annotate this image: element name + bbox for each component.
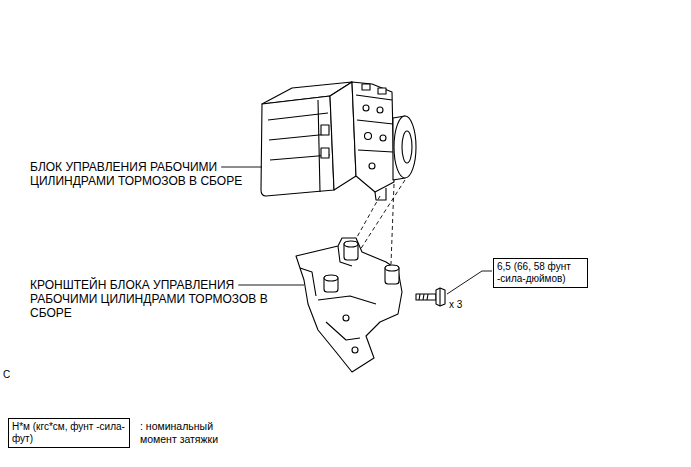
quantity-label: x 3 — [449, 298, 462, 312]
part-name: БЛОК УПРАВЛЕНИЯ РАБОЧИМИ ЦИЛИНДРАМИ ТОРМ… — [30, 160, 245, 188]
bracket — [296, 238, 402, 372]
bolt — [416, 288, 445, 306]
figure-code: C — [3, 368, 10, 382]
note-text: : номинальный момент затяжки — [140, 420, 238, 446]
legend-box: Н*м (кгс*см, фунт -сила-фут): номинальны… — [8, 418, 130, 448]
box-text: 6,5 (66, 58 фунт -сила-дюймов) — [493, 258, 588, 288]
box-text: Н*м (кгс*см, фунт -сила-фут) — [8, 418, 130, 448]
leader-line — [221, 167, 262, 168]
torque-box: 6,5 (66, 58 фунт -сила-дюймов) — [493, 258, 588, 288]
part-name: КРОНШТЕЙН БЛОКА УПРАВЛЕНИЯ РАБОЧИМИ ЦИЛИ… — [30, 278, 275, 320]
leader-line — [238, 285, 304, 286]
actuator-unit — [261, 82, 416, 200]
